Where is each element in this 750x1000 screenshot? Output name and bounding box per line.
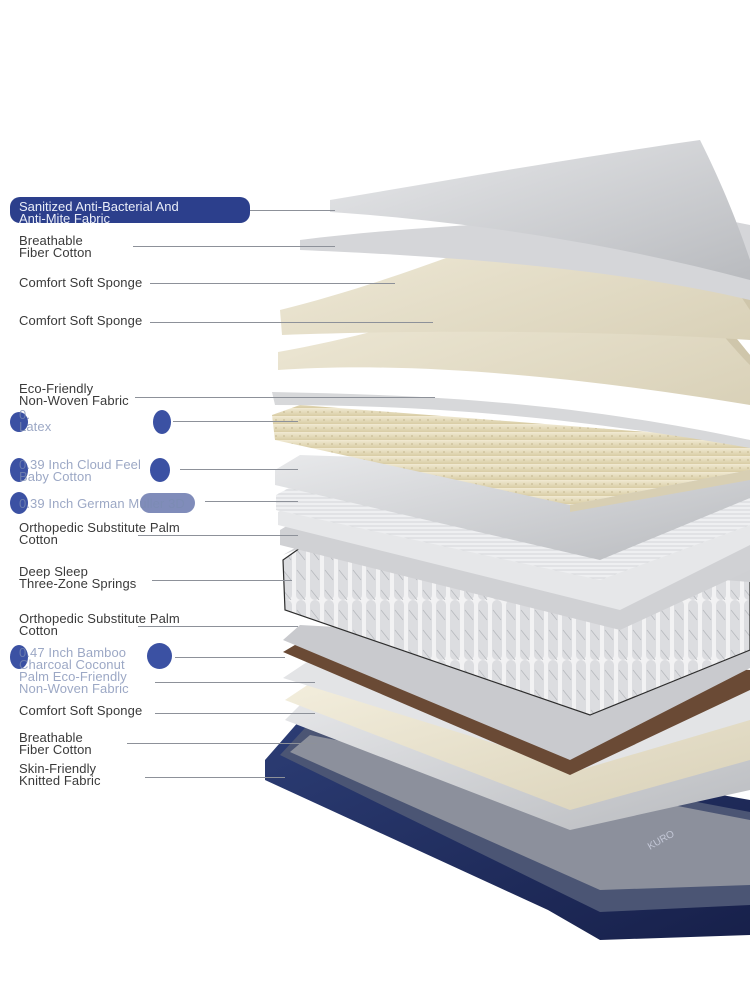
layer-label-baby-cotton: 0.39 Inch Cloud Feel Baby Cotton [19,457,141,484]
leader-line [138,626,298,627]
layer-label-latex: 0. Latex [19,407,52,434]
layer-label-fiber-cotton: Breathable Fiber Cotton [19,233,92,260]
marker-pill [140,493,195,513]
highlight-pill [10,197,250,223]
latex-layer [272,405,750,505]
layer-label-soft-sponge: Comfort Soft Sponge [19,275,143,290]
leader-line [135,397,435,398]
marker-dot [10,412,28,432]
layer-label-soft-sponge: Comfort Soft Sponge [19,313,143,328]
leader-line [127,743,317,744]
leader-line [180,469,298,470]
marker-dot [153,410,171,434]
leader-line [175,657,285,658]
layer-label-3d-mesh: 0.39 Inch German Muller 3D [19,496,185,511]
layer-label-springs: Deep Sleep Three-Zone Springs [19,564,137,591]
leader-line [152,580,292,581]
leader-line [205,501,298,502]
leader-line [138,535,298,536]
leader-line [150,322,433,323]
layer-label-fiber-cotton: Breathable Fiber Cotton [19,730,92,757]
leader-line [155,713,315,714]
leader-line [145,777,285,778]
layer-label-palm-cotton: Orthopedic Substitute Palm Cotton [19,520,180,547]
marker-dot [10,645,28,669]
leader-line [155,682,315,683]
layer-label-anti-mite-fabric: Sanitized Anti-Bacterial And Anti-Mite F… [19,199,179,226]
leader-line [250,210,335,211]
layer-label-palm-cotton: Orthopedic Substitute Palm Cotton [19,611,180,638]
leader-line [133,246,335,247]
top-fabric-sheet [330,140,750,280]
marker-dot [147,643,172,669]
layer-label-non-woven-fabric: Eco-Friendly Non-Woven Fabric [19,381,129,408]
leader-line [150,283,395,284]
layer-label-soft-sponge: Comfort Soft Sponge [19,703,143,718]
layer-label-knitted-fabric: Skin-Friendly Knitted Fabric [19,761,101,788]
leader-line [173,421,298,422]
marker-dot [150,458,170,482]
marker-dot [10,492,28,514]
layer-label-coconut-palm: 0.47 Inch Bamboo Charcoal Coconut Palm E… [19,645,129,696]
marker-dot [10,458,28,482]
